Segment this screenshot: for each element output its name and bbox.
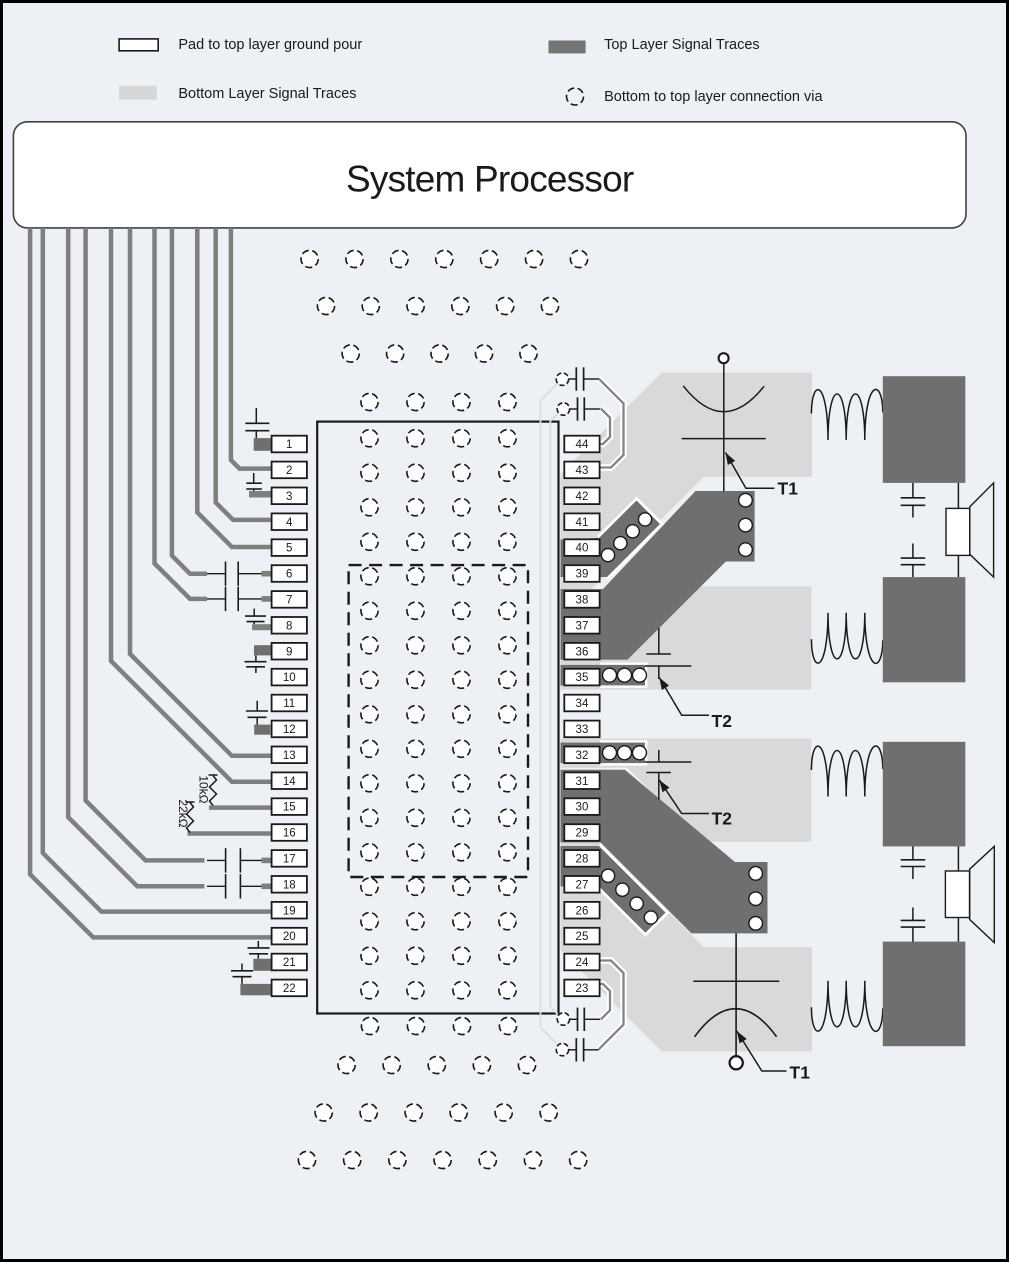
svg-text:41: 41 [576, 517, 589, 529]
svg-text:T2: T2 [712, 809, 733, 829]
svg-text:42: 42 [576, 491, 589, 503]
svg-text:11: 11 [283, 698, 295, 710]
svg-text:8: 8 [286, 620, 292, 632]
svg-text:33: 33 [576, 724, 589, 736]
svg-text:21: 21 [283, 957, 296, 969]
svg-text:31: 31 [576, 776, 589, 788]
svg-text:37: 37 [576, 620, 589, 632]
svg-text:38: 38 [576, 595, 589, 607]
svg-text:12: 12 [283, 724, 296, 736]
svg-text:9: 9 [286, 646, 292, 658]
svg-text:10kΩ: 10kΩ [197, 775, 211, 803]
svg-text:2: 2 [286, 465, 292, 477]
svg-text:32: 32 [576, 750, 589, 762]
svg-text:34: 34 [576, 698, 589, 710]
svg-text:44: 44 [576, 439, 589, 451]
svg-text:6: 6 [286, 569, 292, 581]
svg-text:27: 27 [576, 879, 589, 891]
svg-text:22kΩ: 22kΩ [176, 799, 190, 827]
svg-text:Pad to top layer ground pour: Pad to top layer ground pour [178, 37, 362, 53]
svg-text:14: 14 [283, 776, 296, 788]
svg-text:39: 39 [576, 569, 589, 581]
svg-text:40: 40 [576, 543, 589, 555]
svg-text:29: 29 [576, 828, 589, 840]
svg-text:Top Layer Signal Traces: Top Layer Signal Traces [604, 37, 760, 53]
svg-text:1: 1 [286, 439, 292, 451]
svg-text:7: 7 [286, 595, 292, 607]
svg-text:10: 10 [283, 672, 296, 684]
svg-text:Bottom to top layer connection: Bottom to top layer connection via [604, 89, 823, 105]
svg-text:T1: T1 [790, 1063, 811, 1083]
svg-text:16: 16 [283, 828, 296, 840]
svg-text:4: 4 [286, 517, 293, 529]
svg-text:22: 22 [283, 983, 296, 995]
svg-text:23: 23 [576, 983, 589, 995]
svg-text:Bottom Layer Signal Traces: Bottom Layer Signal Traces [178, 86, 356, 102]
svg-text:20: 20 [283, 931, 296, 943]
svg-text:13: 13 [283, 750, 296, 762]
svg-text:5: 5 [286, 543, 292, 555]
svg-text:15: 15 [283, 802, 296, 814]
svg-text:43: 43 [576, 465, 589, 477]
svg-text:25: 25 [576, 931, 589, 943]
svg-text:35: 35 [576, 672, 589, 684]
svg-text:3: 3 [286, 491, 292, 503]
svg-text:19: 19 [283, 905, 296, 917]
svg-text:T1: T1 [778, 479, 799, 499]
svg-text:T2: T2 [712, 711, 733, 731]
svg-text:System Processor: System Processor [346, 159, 634, 200]
svg-text:36: 36 [576, 646, 589, 658]
svg-text:18: 18 [283, 879, 296, 891]
svg-text:28: 28 [576, 854, 589, 866]
svg-text:30: 30 [576, 802, 589, 814]
svg-text:24: 24 [576, 957, 589, 969]
svg-text:17: 17 [283, 854, 296, 866]
svg-text:26: 26 [576, 905, 589, 917]
